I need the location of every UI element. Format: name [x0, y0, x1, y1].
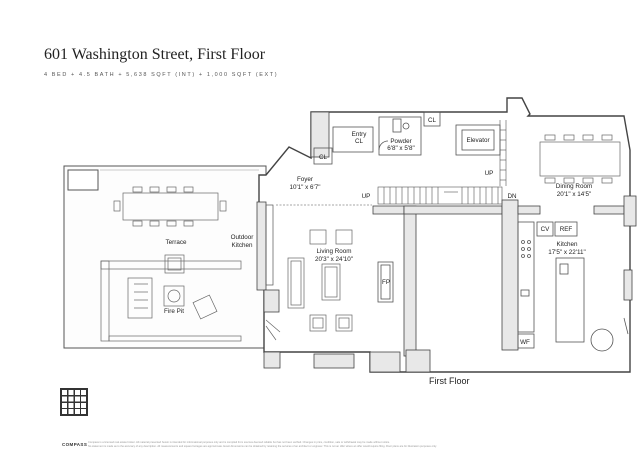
- page-title: 601 Washington Street, First Floor: [44, 46, 266, 63]
- kitchen-label: Kitchen: [556, 241, 578, 248]
- compass-grid-icon: [60, 388, 88, 416]
- wf-label: WF: [520, 339, 530, 346]
- powder-dimensions: 6'8" x 5'8": [387, 145, 415, 152]
- powder-label: Powder: [390, 138, 411, 145]
- closet-top-label: CL: [428, 117, 437, 124]
- property-summary: 4 BED + 4.5 BATH + 5,638 SQFT (INT) + 1,…: [44, 72, 279, 78]
- main-staircase: [377, 120, 507, 205]
- fire-pit: [163, 254, 218, 320]
- foyer-dimensions: 10'1" x 6'7": [289, 184, 320, 191]
- fire-pit-label: Fire Pit: [164, 308, 184, 315]
- cv-label: CV: [541, 226, 551, 233]
- outdoor-kitchen-counter: [265, 204, 372, 286]
- closet-foyer-label: CL: [319, 154, 328, 161]
- terrace-label: Terrace: [166, 239, 187, 246]
- stairs-down-label: DN: [507, 193, 517, 200]
- ref-label: REF: [560, 226, 573, 233]
- dining-room-label: Dining Room: [556, 183, 592, 190]
- terrace-seating: [100, 260, 242, 342]
- living-room-furniture: [265, 229, 353, 341]
- living-room-label: Living Room: [317, 248, 352, 255]
- fireplace: [377, 261, 394, 303]
- brand-logo: COMPASS: [62, 442, 88, 447]
- outdoor-kitchen-label-2: Kitchen: [231, 242, 253, 249]
- stairs-up-right-label: UP: [485, 170, 494, 177]
- disclaimer-line-2: No statement is made as to the accuracy …: [88, 444, 437, 448]
- dining-room-dimensions: 20'1" x 14'5": [557, 191, 592, 198]
- entry-core: [313, 111, 501, 165]
- terrace-dining-table: [113, 186, 227, 227]
- stairs-up-left-label: UP: [362, 193, 371, 200]
- foyer-label: Foyer: [297, 176, 313, 183]
- outdoor-kitchen-label-1: Outdoor: [231, 234, 254, 241]
- dining-table: [539, 134, 621, 184]
- living-room-dimensions: 20'3" x 24'10": [315, 256, 353, 263]
- fireplace-label: FP: [382, 279, 390, 286]
- kitchen-fixtures: [517, 221, 629, 352]
- floor-label: First Floor: [429, 376, 470, 386]
- disclaimer: Compass is a licensed real estate broker…: [88, 441, 548, 448]
- kitchen-dimensions: 17'5" x 22'11": [548, 249, 586, 256]
- disclaimer-line-1: Compass is a licensed real estate broker…: [88, 441, 390, 444]
- entry-label: Entry: [352, 131, 368, 138]
- structural-walls: [256, 111, 637, 373]
- entry-closet-label: CL: [355, 138, 364, 145]
- elevator-label: Elevator: [466, 137, 489, 144]
